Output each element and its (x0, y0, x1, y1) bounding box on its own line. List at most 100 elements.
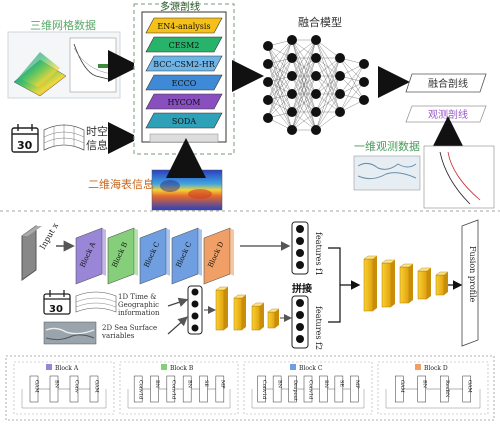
nn-edge (291, 39, 317, 77)
multi-source-title: 多源剖线 (160, 0, 200, 13)
sea-surface-label-1: 2D Sea Surface (102, 324, 157, 332)
nn-edge (315, 57, 341, 131)
obs-map (353, 155, 421, 191)
layer-bar-side (224, 287, 228, 330)
nn-node (263, 59, 273, 69)
legend-layer-label: SE (203, 380, 209, 387)
nn-node (263, 77, 273, 87)
legend-skip-connection (251, 389, 365, 409)
block-side (166, 228, 170, 276)
nn-edge (267, 57, 293, 119)
legend-layer-label: BN (187, 380, 193, 389)
dataset-more-bar (149, 133, 219, 143)
layer-bar (363, 258, 374, 312)
feature-node (191, 288, 199, 296)
nn-edge (291, 93, 317, 131)
feature-node (296, 299, 304, 307)
legend-skip-connection (127, 389, 231, 409)
legend-block-name: Block B (170, 365, 194, 372)
legend-layer-label: BN (421, 380, 427, 389)
dataset-label: EN4-analysis (157, 22, 210, 31)
layer-bar (435, 274, 445, 296)
feature-node (296, 237, 304, 245)
feature-node (191, 312, 199, 320)
legend-layer-label: GAM (34, 380, 40, 393)
calendar-number: 30 (17, 139, 33, 152)
concat-bracket (328, 247, 341, 323)
nn-node (287, 53, 297, 63)
nn-node (263, 95, 273, 105)
dataset-list: EN4-analysisCESM2BCC-CSM2-HRECCOHYCOMSOD… (145, 17, 223, 129)
nn-edge (315, 57, 341, 95)
layer-bar-side (260, 303, 264, 330)
feature-node (296, 225, 304, 233)
nn-node (311, 53, 321, 63)
layer-bar (417, 270, 428, 300)
space-time-label-2: 信息 (86, 138, 108, 152)
grid-data-label: 三维网格数据 (30, 18, 96, 32)
nn-node (287, 125, 297, 135)
calendar-number-2: 30 (49, 304, 63, 315)
layer-bar-side (391, 260, 395, 307)
legend-layer-label: ResBN (444, 380, 450, 398)
legend-layer-label: BN (154, 380, 160, 389)
nn-node (287, 35, 297, 45)
legend-layer-label: BN (277, 380, 283, 389)
block-side (198, 228, 202, 276)
nn-edge (267, 39, 293, 119)
nn-edge (291, 39, 317, 113)
feature-node (296, 261, 304, 269)
nn-edge (267, 75, 293, 119)
layer-bar (381, 262, 392, 308)
nn-node (359, 77, 369, 87)
legend-layer-box (89, 375, 99, 403)
dataset-label: ECCO (172, 79, 197, 88)
nn-edge (267, 93, 293, 119)
globe-grid-icon-2 (75, 291, 117, 313)
dataset-label: CESM2 (169, 41, 200, 50)
layer-bar-side (444, 272, 448, 295)
nn-edge (291, 75, 317, 131)
dataset-item (145, 55, 223, 72)
legend-layer-label: MP (354, 380, 360, 389)
legend-block-name: Block D (424, 365, 448, 372)
nn-edge (291, 39, 317, 95)
nn-node (311, 89, 321, 99)
sea-surface-image (43, 321, 97, 345)
block-side (102, 228, 106, 276)
sst-map (151, 169, 223, 211)
layer-bar (215, 289, 225, 331)
nn-node (335, 53, 345, 63)
time-geo-label-3: information (118, 309, 160, 317)
nn-node (311, 107, 321, 117)
dataset-item (145, 36, 223, 53)
nn-edge (315, 93, 341, 131)
features-f2-circles (296, 299, 304, 343)
nn-node (335, 89, 345, 99)
encoder-layers (215, 286, 280, 331)
legend-layer-label: BN (54, 380, 60, 389)
feature-node (296, 249, 304, 257)
nn-edge (267, 39, 293, 65)
aux-input-circles (191, 288, 199, 332)
layer-bar-side (242, 295, 246, 330)
decoder-layers (363, 255, 449, 312)
legend-block-name: Block C (299, 365, 323, 372)
features-f1-circles (296, 225, 304, 269)
feature-node (296, 335, 304, 343)
legend-layer-label: Conv1d (308, 380, 314, 400)
block-side (230, 228, 234, 276)
feature-node (296, 323, 304, 331)
nn-node (287, 107, 297, 117)
legend-layer-box (462, 375, 471, 403)
legend-layer-label: Conv1d (170, 380, 176, 400)
block-side (134, 228, 138, 276)
legend-layer-label: GAM (399, 380, 405, 393)
fused-profile-label: 融合剖线 (428, 77, 468, 90)
dataset-label: BCC-CSM2-HR (153, 60, 216, 69)
layer-bar (233, 297, 243, 331)
input-block (21, 225, 42, 281)
nn-edge (291, 57, 317, 131)
calendar-icon-2: 30 (43, 290, 71, 315)
